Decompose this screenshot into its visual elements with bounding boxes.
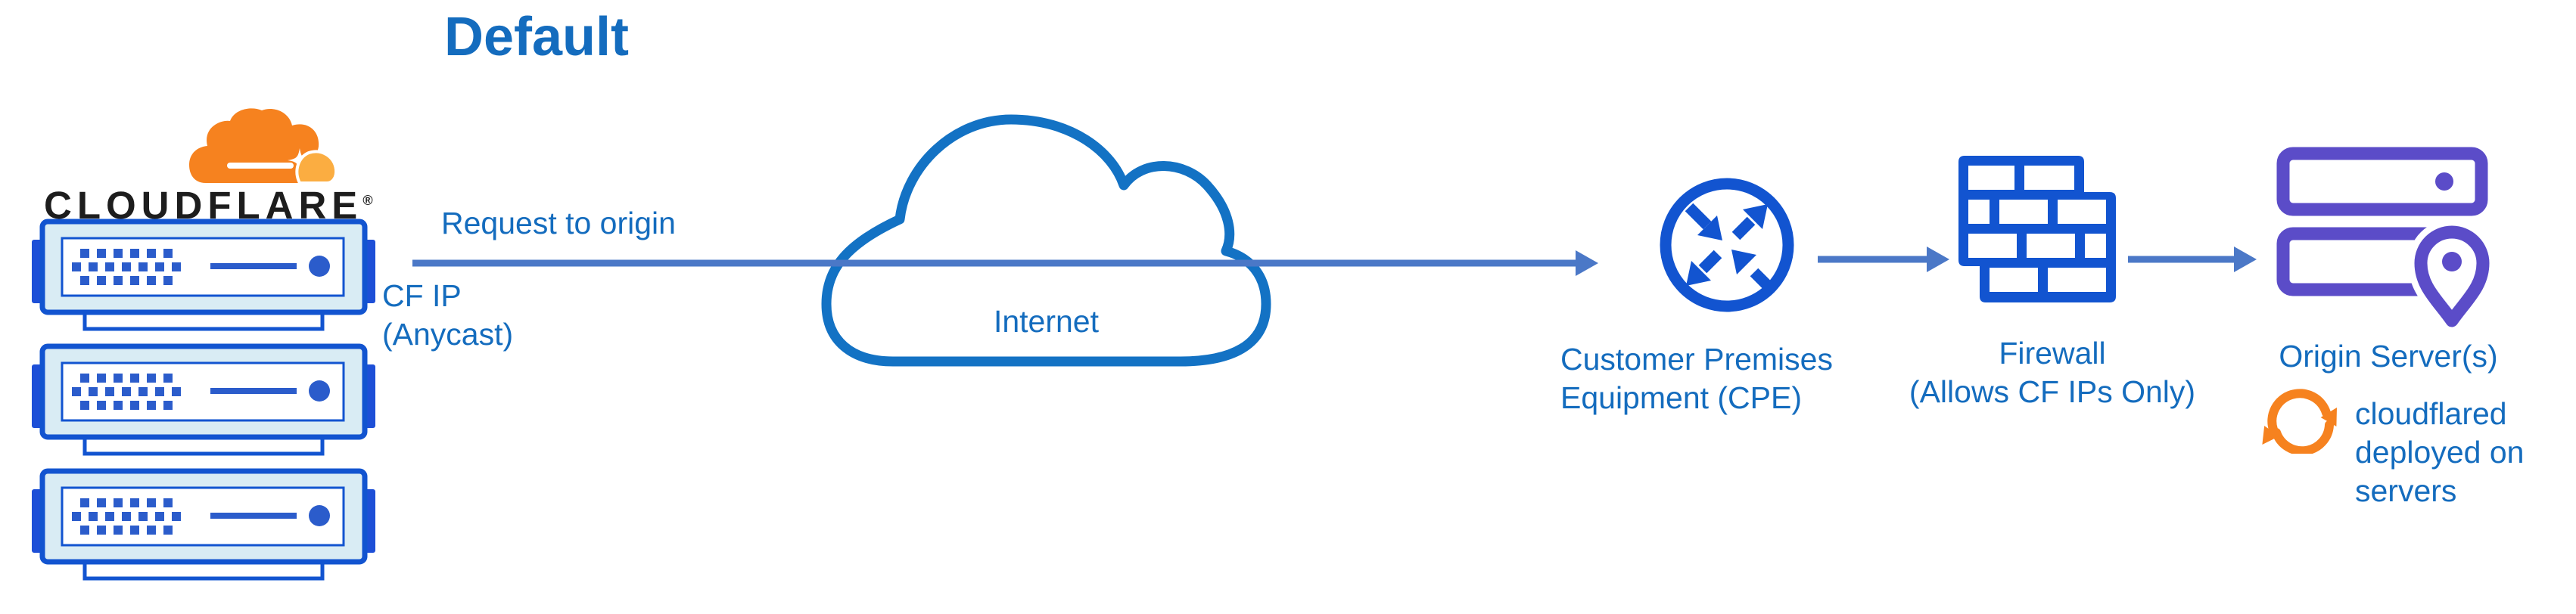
firewall-to-origin-arrow <box>2128 247 2257 272</box>
firewall-label-line2: (Allows CF IPs Only) <box>1909 374 2196 409</box>
cloudflare-logo-icon <box>189 108 338 185</box>
origin-servers-icon <box>2276 147 2491 328</box>
cpe-label-line2: Equipment (CPE) <box>1560 380 1803 415</box>
request-to-origin-label: Request to origin <box>441 206 676 240</box>
cf-ip-line2: (Anycast) <box>382 317 514 352</box>
internet-label: Internet <box>993 304 1100 339</box>
cloudflared-sync-icon <box>2262 389 2337 454</box>
cpe-router-icon <box>1660 178 1794 312</box>
cpe-to-firewall-arrow <box>1818 247 1949 272</box>
registered-mark: ® <box>362 193 373 208</box>
internet-cloud-icon <box>821 114 1271 367</box>
firewall-label: Firewall (Allows CF IPs Only) <box>1901 334 2204 411</box>
cloudflared-note-line1: cloudflared <box>2355 396 2507 431</box>
firewall-icon <box>1958 156 2116 302</box>
cf-ip-anycast-label: CF IP (Anycast) <box>382 277 513 354</box>
cpe-label: Customer Premises Equipment (CPE) <box>1560 340 1833 417</box>
cloudflared-note-line2: deployed on <box>2355 435 2525 470</box>
page-title: Default <box>444 7 630 67</box>
firewall-label-line1: Firewall <box>1999 336 2106 371</box>
cloudflared-note: cloudflared deployed on servers <box>2355 395 2524 510</box>
cf-ip-line1: CF IP <box>382 278 462 313</box>
request-arrow <box>412 250 1598 276</box>
cloudflared-note-line3: servers <box>2355 473 2457 508</box>
location-pin-icon <box>2408 219 2491 328</box>
origin-servers-label: Origin Server(s) <box>2279 339 2498 374</box>
cpe-label-line1: Customer Premises <box>1560 342 1833 377</box>
